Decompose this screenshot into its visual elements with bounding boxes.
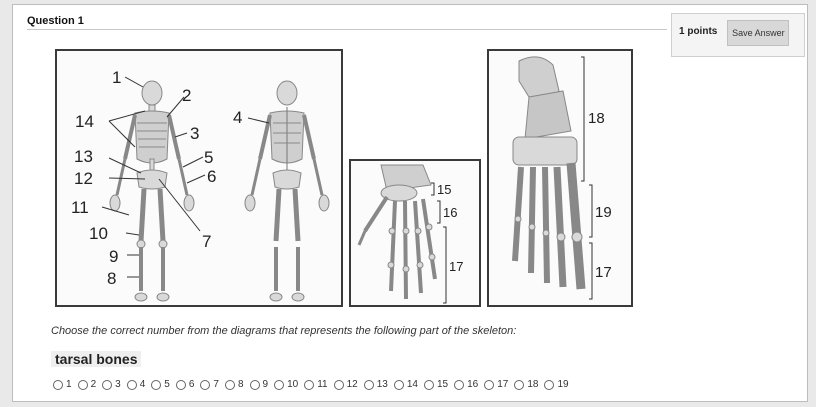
radio-button[interactable] bbox=[514, 380, 524, 390]
question-prompt: Choose the correct number from the diagr… bbox=[51, 325, 516, 337]
skeleton-label-11: 11 bbox=[71, 198, 89, 217]
points-panel: 1 points Save Answer bbox=[671, 13, 805, 57]
radio-button[interactable] bbox=[274, 380, 284, 390]
option-label: 13 bbox=[377, 379, 388, 390]
radio-button[interactable] bbox=[334, 380, 344, 390]
radio-button[interactable] bbox=[200, 380, 210, 390]
radio-button[interactable] bbox=[364, 380, 374, 390]
skeleton-label-4: 4 bbox=[233, 108, 242, 127]
foot-diagram: 18 19 17 bbox=[487, 49, 633, 307]
skeleton-label-10: 10 bbox=[89, 224, 108, 243]
option-label: 17 bbox=[497, 379, 508, 390]
question-header: Question 1 1 points Save Answer bbox=[13, 5, 807, 39]
answer-option[interactable]: 15 bbox=[424, 379, 448, 390]
answer-option[interactable]: 1 bbox=[53, 379, 72, 390]
option-label: 18 bbox=[527, 379, 538, 390]
option-label: 16 bbox=[467, 379, 478, 390]
answer-option[interactable]: 7 bbox=[200, 379, 219, 390]
skeleton-label-8: 8 bbox=[107, 269, 116, 288]
option-label: 6 bbox=[189, 379, 195, 390]
skeleton-diagram: 1 2 3 4 5 6 7 8 9 10 11 12 13 14 bbox=[55, 49, 343, 307]
answer-option[interactable]: 11 bbox=[304, 379, 327, 390]
answer-option[interactable]: 9 bbox=[250, 379, 269, 390]
option-label: 9 bbox=[263, 379, 269, 390]
radio-button[interactable] bbox=[102, 380, 112, 390]
option-label: 15 bbox=[437, 379, 448, 390]
option-label: 8 bbox=[238, 379, 244, 390]
skeleton-label-12: 12 bbox=[74, 169, 93, 188]
skeleton-label-7: 7 bbox=[202, 232, 211, 251]
radio-button[interactable] bbox=[394, 380, 404, 390]
radio-button[interactable] bbox=[176, 380, 186, 390]
question-term: tarsal bones bbox=[51, 351, 141, 367]
answer-option[interactable]: 16 bbox=[454, 379, 478, 390]
radio-button[interactable] bbox=[424, 380, 434, 390]
foot-label-17: 17 bbox=[595, 264, 612, 281]
option-label: 19 bbox=[557, 379, 568, 390]
radio-button[interactable] bbox=[53, 380, 63, 390]
option-label: 2 bbox=[91, 379, 97, 390]
answer-option[interactable]: 3 bbox=[102, 379, 121, 390]
radio-button[interactable] bbox=[78, 380, 88, 390]
foot-label-19: 19 bbox=[595, 204, 612, 221]
question-frame: Question 1 1 points Save Answer bbox=[12, 4, 808, 402]
option-label: 11 bbox=[317, 379, 327, 390]
option-label: 12 bbox=[347, 379, 358, 390]
option-label: 14 bbox=[407, 379, 418, 390]
answer-option[interactable]: 5 bbox=[151, 379, 170, 390]
radio-button[interactable] bbox=[544, 380, 554, 390]
answer-option[interactable]: 10 bbox=[274, 379, 298, 390]
skeleton-label-6: 6 bbox=[207, 167, 216, 186]
option-label: 5 bbox=[164, 379, 170, 390]
hand-label-16: 16 bbox=[443, 205, 457, 220]
hand-label-15: 15 bbox=[437, 182, 451, 197]
answer-option[interactable]: 13 bbox=[364, 379, 388, 390]
question-title: Question 1 bbox=[27, 15, 84, 27]
save-answer-button[interactable]: Save Answer bbox=[727, 20, 789, 46]
skeleton-figure: 1 2 3 4 5 6 7 8 9 10 11 12 13 14 bbox=[57, 51, 341, 305]
hand-figure: 15 16 17 bbox=[351, 161, 479, 305]
radio-button[interactable] bbox=[250, 380, 260, 390]
option-label: 1 bbox=[66, 379, 72, 390]
skeleton-label-9: 9 bbox=[109, 247, 118, 266]
radio-button[interactable] bbox=[484, 380, 494, 390]
skeleton-label-1: 1 bbox=[112, 68, 121, 87]
skeleton-label-3: 3 bbox=[190, 124, 199, 143]
answer-option[interactable]: 19 bbox=[544, 379, 568, 390]
answer-option[interactable]: 17 bbox=[484, 379, 508, 390]
option-label: 3 bbox=[115, 379, 121, 390]
skeleton-label-5: 5 bbox=[204, 148, 213, 167]
radio-button[interactable] bbox=[225, 380, 235, 390]
header-divider bbox=[27, 29, 667, 30]
radio-button[interactable] bbox=[454, 380, 464, 390]
answer-option[interactable]: 12 bbox=[334, 379, 358, 390]
skeleton-label-14: 14 bbox=[75, 112, 94, 131]
answer-option[interactable]: 14 bbox=[394, 379, 418, 390]
skeleton-label-13: 13 bbox=[74, 147, 93, 166]
option-label: 7 bbox=[213, 379, 219, 390]
foot-figure: 18 19 17 bbox=[489, 51, 631, 305]
answer-option[interactable]: 8 bbox=[225, 379, 244, 390]
hand-diagram: 15 16 17 bbox=[349, 159, 481, 307]
answer-option[interactable]: 2 bbox=[78, 379, 97, 390]
radio-button[interactable] bbox=[127, 380, 137, 390]
option-label: 10 bbox=[287, 379, 298, 390]
hand-label-17: 17 bbox=[449, 259, 463, 274]
skeleton-label-2: 2 bbox=[182, 86, 191, 105]
points-value: 1 points bbox=[679, 26, 717, 37]
foot-label-18: 18 bbox=[588, 110, 605, 127]
radio-button[interactable] bbox=[151, 380, 161, 390]
answer-option[interactable]: 4 bbox=[127, 379, 146, 390]
radio-button[interactable] bbox=[304, 380, 314, 390]
option-label: 4 bbox=[140, 379, 146, 390]
answer-option[interactable]: 18 bbox=[514, 379, 538, 390]
answer-option[interactable]: 6 bbox=[176, 379, 195, 390]
